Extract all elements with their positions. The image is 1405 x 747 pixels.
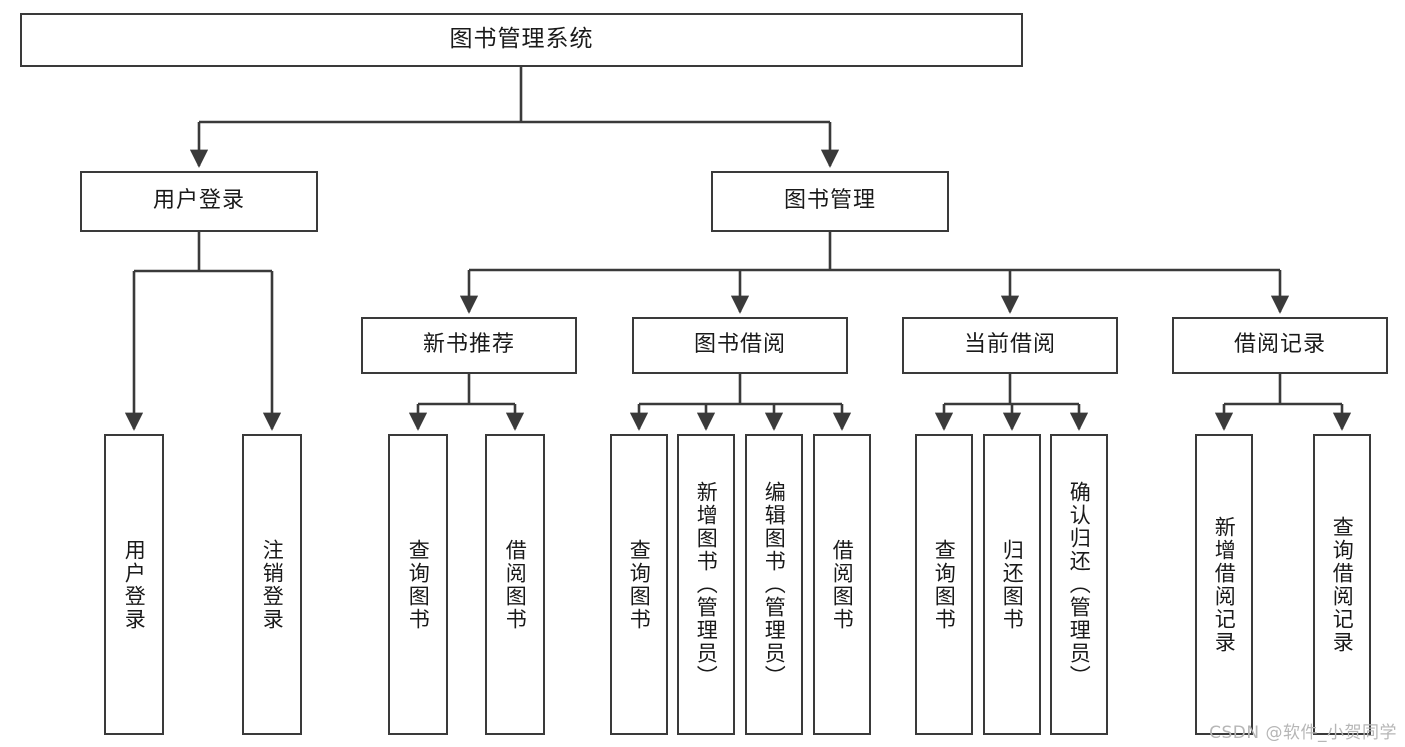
node-root-system[interactable]: 图书管理系统: [20, 13, 1023, 67]
node-book-manage[interactable]: 图书管理: [711, 171, 949, 232]
node-leaf-borrow-book-2[interactable]: 借阅图书: [813, 434, 871, 735]
node-label: 查询图书: [406, 538, 431, 631]
node-leaf-query-book-2[interactable]: 查询图书: [610, 434, 668, 735]
node-new-book-recommend[interactable]: 新书推荐: [361, 317, 577, 374]
node-label: 确认归还（管理员）: [1067, 481, 1092, 688]
node-user-login[interactable]: 用户登录: [80, 171, 318, 232]
node-label: 归还图书: [1000, 538, 1025, 631]
node-label: 新增借阅记录: [1212, 515, 1237, 654]
node-leaf-confirm-return-admin[interactable]: 确认归还（管理员）: [1050, 434, 1108, 735]
node-label: 借阅记录: [1233, 332, 1326, 358]
node-label: 当前借阅: [963, 332, 1056, 358]
node-leaf-add-borrow-record[interactable]: 新增借阅记录: [1195, 434, 1253, 735]
node-label: 图书管理: [783, 188, 876, 214]
node-borrow-record[interactable]: 借阅记录: [1172, 317, 1388, 374]
node-label: 查询借阅记录: [1330, 515, 1355, 654]
node-book-borrow[interactable]: 图书借阅: [632, 317, 848, 374]
node-label: 用户登录: [122, 538, 147, 631]
node-label: 借阅图书: [503, 538, 528, 631]
node-leaf-query-book-1[interactable]: 查询图书: [388, 434, 448, 735]
node-leaf-add-book-admin[interactable]: 新增图书（管理员）: [677, 434, 735, 735]
node-current-borrow[interactable]: 当前借阅: [902, 317, 1118, 374]
node-leaf-query-borrow-record[interactable]: 查询借阅记录: [1313, 434, 1371, 735]
node-leaf-return-book[interactable]: 归还图书: [983, 434, 1041, 735]
node-leaf-edit-book-admin[interactable]: 编辑图书（管理员）: [745, 434, 803, 735]
node-label: 新增图书（管理员）: [694, 481, 719, 688]
node-label: 查询图书: [627, 538, 652, 631]
node-label: 借阅图书: [830, 538, 855, 631]
node-label: 图书借阅: [693, 332, 786, 358]
node-label: 注销登录: [260, 538, 285, 631]
watermark-text: CSDN @软件_小贺同学: [1209, 723, 1397, 743]
node-leaf-query-book-3[interactable]: 查询图书: [915, 434, 973, 735]
node-label: 查询图书: [932, 538, 957, 631]
node-leaf-user-login[interactable]: 用户登录: [104, 434, 164, 735]
node-leaf-logout-login[interactable]: 注销登录: [242, 434, 302, 735]
node-label: 新书推荐: [422, 332, 515, 358]
node-label: 用户登录: [152, 188, 245, 214]
node-leaf-borrow-book-1[interactable]: 借阅图书: [485, 434, 545, 735]
node-label: 编辑图书（管理员）: [762, 481, 787, 688]
node-label: 图书管理系统: [449, 26, 594, 53]
